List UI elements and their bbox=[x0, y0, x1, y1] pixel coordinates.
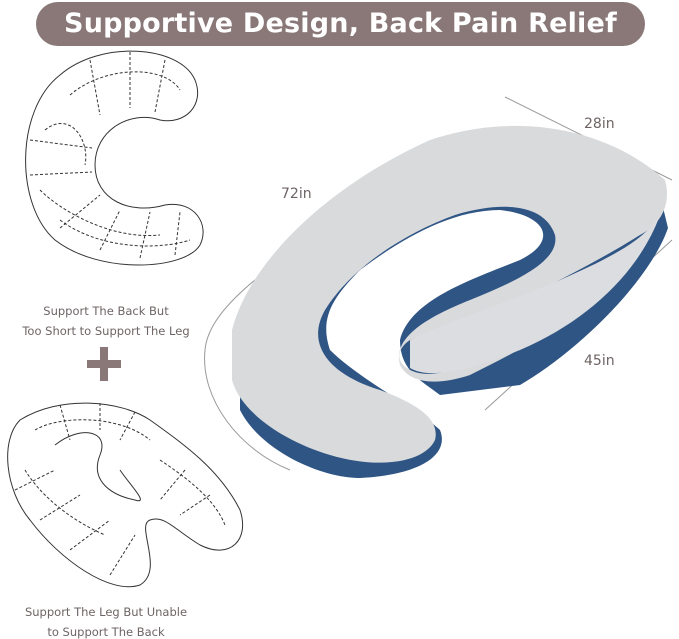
c-pillow-outline bbox=[25, 50, 204, 266]
caption-line: to Support The Back bbox=[47, 625, 165, 639]
length-label: 72in bbox=[281, 186, 312, 202]
caption-line: Support The Leg But Unable bbox=[24, 605, 188, 619]
pregnancy-pillow bbox=[232, 125, 668, 479]
plus-icon bbox=[87, 347, 121, 381]
depth-label: 45in bbox=[584, 353, 615, 369]
c-pillow-caption: Support The Back But Too Short to Suppor… bbox=[0, 301, 212, 341]
u-pillow-outline bbox=[7, 402, 244, 588]
u-pillow-caption: Support The Leg But Unable to Support Th… bbox=[0, 602, 212, 639]
banner-title: Supportive Design, Back Pain Relief bbox=[36, 2, 645, 46]
caption-line: Support The Back But bbox=[43, 304, 169, 318]
caption-line: Too Short to Support The Leg bbox=[22, 324, 190, 338]
width-label: 28in bbox=[584, 116, 615, 132]
